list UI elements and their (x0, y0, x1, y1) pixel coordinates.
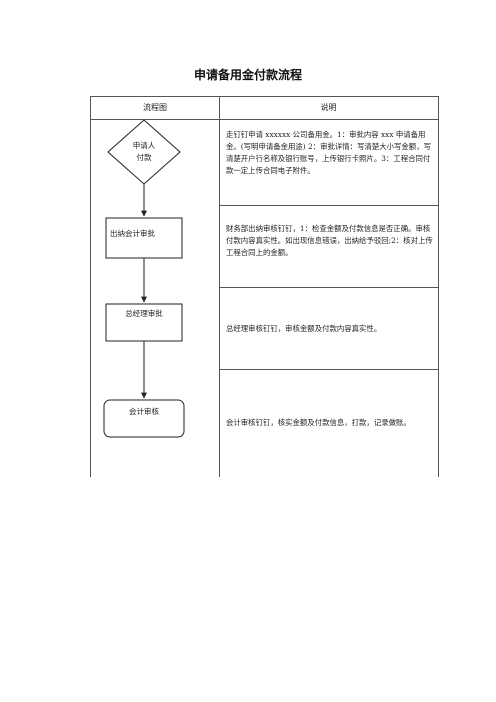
accounting-review-label: 会计审核 (129, 406, 159, 416)
header-description: 说明 (320, 103, 337, 112)
manager-approval-box (105, 303, 183, 342)
description-step-3: 总经理审核钉钉，审核金额及付款内容真实性。 (226, 324, 382, 333)
cashier-approval-box (105, 217, 183, 259)
applicant-diamond (107, 119, 181, 185)
header-flowchart: 流程图 (143, 103, 167, 112)
row-divider (219, 369, 438, 370)
description-step-1: 走钉钉申请 xxxxxx 公司备用金。1：审批内容 xxx 申请备用金。(写明申… (226, 130, 431, 175)
row-divider (219, 287, 438, 288)
manager-approval-label: 总经理审批 (125, 308, 163, 318)
row-divider (219, 205, 438, 206)
cashier-approval-label: 出纳会计审批 (110, 228, 155, 238)
table-header: 流程图 说明 (91, 97, 438, 120)
page-title: 申请备用金付款流程 (193, 68, 302, 82)
accounting-review-box (103, 399, 185, 438)
description-step-2: 财务部出纳审核钉钉，1：检查金额及付款信息是否正确。审核付款内容真实性。如出现信… (226, 224, 433, 257)
process-table: 流程图 说明 走钉钉申请 xxxxxx 公司备用金。1：审批内容 xxx 申请备… (90, 96, 439, 477)
description-step-4: 会计审核钉钉，核实金额及付款信息，打款，记录做账。 (226, 418, 411, 427)
applicant-label-line1: 申请人 (133, 140, 156, 150)
applicant-label-line2: 付款 (137, 152, 152, 162)
